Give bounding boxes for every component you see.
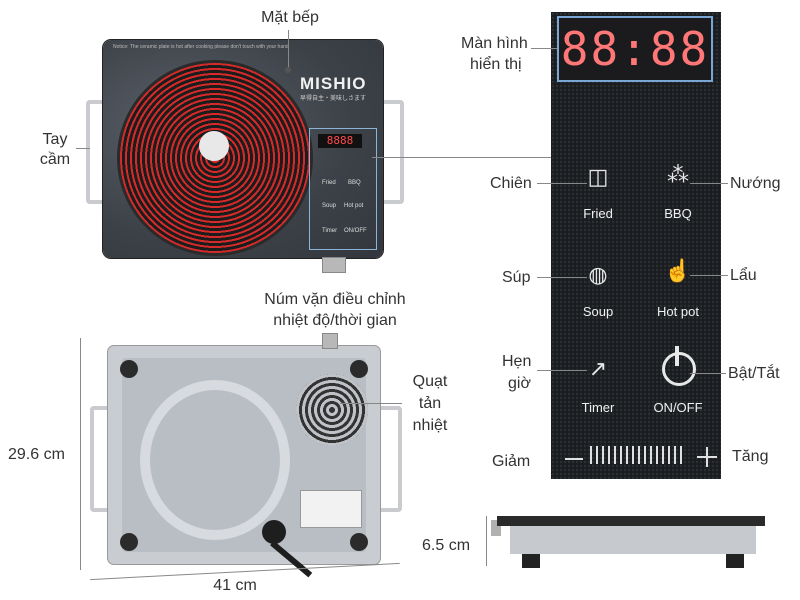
power-icon[interactable] (662, 352, 696, 386)
mini-display: 8888 (318, 134, 362, 148)
power-slider[interactable] (590, 446, 686, 464)
button-fried[interactable]: Fried (583, 206, 613, 221)
frying-pan-icon: ◫ (587, 164, 609, 189)
leader-fan (340, 403, 402, 404)
label-handle-2: cầm (39, 151, 71, 168)
spec-sticker (300, 490, 362, 528)
button-hotpot[interactable]: Hot pot (657, 304, 699, 319)
label-fan-2: tản (418, 395, 442, 412)
bottom-left-handle (90, 406, 112, 512)
power-icon-bar (675, 346, 679, 366)
leader-soup (537, 277, 587, 278)
mini-label-bbq: BBQ (348, 180, 361, 186)
label-increase: Tăng (732, 448, 769, 465)
dim-height: 6.5 cm (422, 537, 471, 554)
label-timer-1: Hẹn (502, 353, 532, 370)
mini-label-hotpot: Hot pot (344, 203, 364, 209)
bottom-right-handle (380, 406, 402, 512)
burner-center-icon (199, 131, 229, 161)
leader-timer (537, 370, 587, 371)
side-foot (726, 554, 744, 568)
side-foot (522, 554, 540, 568)
pot-icon: ◍ (588, 262, 608, 287)
skewer-icon: ⁂ (667, 162, 689, 187)
dim-depth-line (80, 338, 81, 570)
label-timer-2: giờ (508, 375, 531, 392)
leader-panel (372, 157, 552, 158)
control-knob (322, 257, 346, 273)
button-soup[interactable]: Soup (582, 304, 614, 319)
mini-label-onoff: ON/OFF (344, 228, 367, 234)
label-knob-2: nhiệt độ/thời gian (273, 312, 397, 329)
leader-grill (690, 183, 728, 184)
label-display-2: hiển thị (470, 56, 522, 73)
dim-width: 41 cm (213, 577, 257, 594)
button-timer[interactable]: Timer (581, 400, 615, 415)
panel-display: 88:88 (557, 16, 713, 82)
label-grill: Nướng (730, 175, 781, 192)
leader-fry (537, 183, 587, 184)
leader-hotpot (690, 275, 728, 276)
dim-depth: 29.6 cm (8, 446, 65, 463)
label-handle-1: Tay (42, 131, 68, 148)
label-display-1: Màn hình (461, 35, 528, 52)
cooling-fan-icon (296, 374, 368, 446)
leader-display (531, 48, 557, 49)
brand-slogan: 早得自主・美味しさます (300, 96, 367, 102)
power-cord-plug (262, 520, 286, 544)
label-cooktop-surface: Mặt bếp (261, 9, 319, 26)
side-knob (491, 520, 501, 536)
control-panel-closeup (551, 12, 721, 479)
coil-support (140, 380, 290, 540)
warning-text: Notice: The ceramic plate is hot after c… (113, 44, 289, 50)
side-glass-top (497, 516, 765, 526)
label-fry: Chiên (490, 175, 532, 192)
dim-height-line (486, 516, 487, 566)
leader-dot-cooktop (285, 67, 291, 73)
button-onoff[interactable]: ON/OFF (653, 400, 703, 415)
plus-icon[interactable] (697, 456, 717, 458)
foot (350, 360, 368, 378)
side-body (510, 526, 756, 554)
button-bbq[interactable]: BBQ (664, 206, 692, 221)
timer-arrow-icon: ↗ (588, 356, 608, 381)
label-knob-1: Núm vặn điều chỉnh (264, 291, 406, 308)
hotpot-hand-icon: ☝ (664, 258, 692, 283)
left-handle (86, 100, 112, 204)
label-fan-3: nhiệt (412, 417, 448, 434)
minus-icon[interactable] (565, 458, 583, 460)
mini-label-timer: Timer (322, 228, 338, 234)
label-hotpot: Lẩu (730, 267, 757, 284)
leader-cooktop (288, 30, 289, 70)
foot (120, 533, 138, 551)
brand-logo: MISHIO (300, 74, 367, 93)
mini-control-panel (309, 128, 377, 250)
leader-onoff (690, 373, 726, 374)
foot (120, 360, 138, 378)
label-decrease: Giảm (492, 453, 531, 470)
bottom-knob (322, 333, 338, 349)
mini-label-fried: Fried (322, 180, 336, 186)
label-fan-1: Quạt (412, 373, 448, 390)
label-soup: Súp (502, 269, 531, 286)
mini-label-soup: Soup (322, 203, 337, 209)
label-onoff: Bật/Tắt (728, 365, 780, 382)
foot (350, 533, 368, 551)
leader-handle (76, 148, 90, 149)
right-handle (378, 100, 404, 204)
